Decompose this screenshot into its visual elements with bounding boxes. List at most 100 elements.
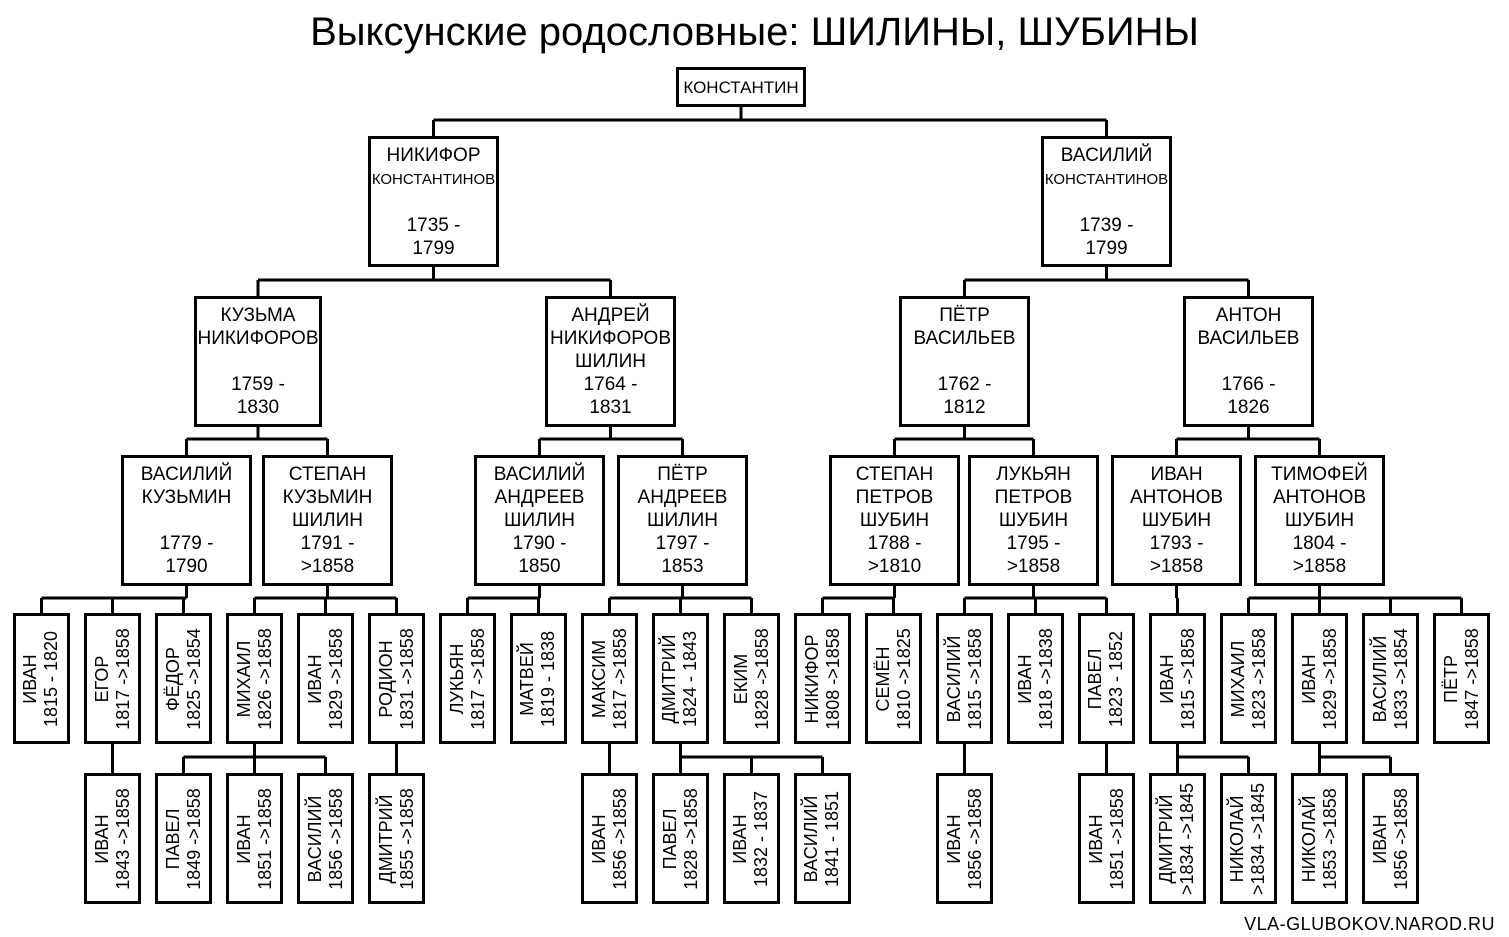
person-life: 1856 ->1858 [1390, 787, 1411, 890]
person-gen4: ИВАН 1815 ->1858 [1149, 613, 1206, 744]
person-name: ПЁТР [1440, 654, 1461, 703]
person-gen5: НИКОЛАЙ >1834 ->1845 [1220, 773, 1277, 904]
person-life: 1829 ->1858 [1319, 627, 1340, 730]
person-gen2: ПЁТР ВАСИЛЬЕВ 1762 - 1812 [899, 296, 1030, 427]
person-patronymic: КОНСТАНТИНОВ [371, 170, 496, 188]
person-gen4: МАТВЕЙ 1819 - 1838 [510, 613, 567, 744]
person-name: МИХАИЛ [1227, 640, 1248, 717]
person-life: 1856 ->1858 [609, 787, 630, 890]
person-life: >1834 ->1845 [1248, 782, 1269, 895]
person-life: 1825 ->1854 [183, 627, 204, 730]
person-life: 1819 - 1838 [538, 630, 559, 727]
person-name: ИВАН [1156, 653, 1177, 704]
person-patronymic: КОНСТАНТИНОВ [1044, 170, 1169, 188]
person-gen4: ФЁДОР 1825 ->1854 [155, 613, 212, 744]
person-name: РОДИОН [375, 639, 396, 718]
person-gen4: ИВАН 1818 ->1838 [1007, 613, 1064, 744]
person-life: 1828 ->1858 [751, 627, 772, 730]
person-life: 1851 ->1858 [254, 787, 275, 890]
page-title: Выксунские родословные: ШИЛИНЫ, ШУБИНЫ [310, 10, 1199, 54]
person-text: ПЁТР ВАСИЛЬЕВ 1762 - 1812 [913, 305, 1016, 418]
person-life: 1843 ->1858 [112, 787, 133, 890]
person-life: 1815 ->1858 [964, 627, 985, 730]
person-name: МИХАИЛ [233, 640, 254, 717]
person-name: ИВАН [1369, 813, 1390, 864]
person-gen3: ВАСИЛИЙ АНДРЕЕВ ШИЛИН 1790 - 1850 [474, 455, 605, 586]
person-life: 1817 ->1858 [467, 627, 488, 730]
person-gen4: ДМИТРИЙ 1824 - 1843 [652, 613, 709, 744]
person-gen3: ЛУКЬЯН ПЕТРОВ ШУБИН 1795 - >1858 [968, 455, 1099, 586]
person-life: 1855 ->1858 [396, 787, 417, 890]
person-text: СТЕПАН ПЕТРОВ ШУБИН 1788 - >1810 [855, 464, 934, 577]
person-gen4: ПЁТР 1847 ->1858 [1433, 613, 1490, 744]
person-gen4: ЕКИМ 1828 ->1858 [723, 613, 780, 744]
person-gen4: ВАСИЛИЙ 1815 ->1858 [936, 613, 993, 744]
person-name: ДМИТРИЙ [375, 794, 396, 883]
person-gen5: ИВАН 1856 ->1858 [1362, 773, 1419, 904]
person-life: 1841 - 1851 [822, 790, 843, 887]
person-life: 1851 ->1858 [1106, 787, 1127, 890]
person-life: 1735 - 1799 [406, 214, 461, 259]
person-life: 1818 ->1838 [1035, 627, 1056, 730]
person-name: ИВАН [730, 813, 751, 864]
person-name: НИКОЛАЙ [1227, 795, 1248, 882]
person-gen5: ИВАН 1851 ->1858 [1078, 773, 1135, 904]
person-name: ДМИТРИЙ [1156, 794, 1177, 884]
person-name: ИВАН [1298, 653, 1319, 704]
person-gen4: ВАСИЛИЙ 1833 ->1854 [1362, 613, 1419, 744]
person-life: >1834 ->1845 [1177, 782, 1198, 895]
person-gen3: ИВАН АНТОНОВ ШУБИН 1793 - >1858 [1111, 455, 1242, 586]
person-life: 1824 - 1843 [680, 630, 701, 727]
person-gen4: НИКИФОР 1808 ->1858 [794, 613, 851, 744]
person-life: 1826 ->1858 [254, 627, 275, 730]
person-gen2: КУЗЬМА НИКИФОРОВ 1759 - 1830 [194, 296, 322, 427]
person-name: ИВАН [304, 653, 325, 704]
person-name: КОНСТАНТИН [683, 77, 799, 97]
person-gen2: АНДРЕЙ НИКИФОРОВ ШИЛИН 1764 - 1831 [545, 296, 676, 427]
person-life: 1815 - 1820 [41, 630, 62, 727]
person-name: НИКИФОР [386, 144, 481, 166]
person-text: ИВАН АНТОНОВ ШУБИН 1793 - >1858 [1129, 464, 1224, 577]
person-name: ЕГОР [91, 655, 112, 702]
person-gen5: ВАСИЛИЙ 1841 - 1851 [794, 773, 851, 904]
person-gen3: СТЕПАН ПЕТРОВ ШУБИН 1788 - >1810 [829, 455, 960, 586]
person-name: ПАВЕЛ [162, 808, 183, 869]
person-gen4: МИХАИЛ 1826 ->1858 [226, 613, 283, 744]
person-gen5: ДМИТРИЙ >1834 ->1845 [1149, 773, 1206, 904]
person-gen5: ВАСИЛИЙ 1856 ->1858 [297, 773, 354, 904]
person-life: 1831 ->1858 [396, 627, 417, 730]
person-life: 1823 - 1852 [1106, 630, 1127, 727]
person-gen5: ИВАН 1856 ->1858 [581, 773, 638, 904]
person-name: НИКИФОР [801, 633, 822, 724]
person-name: ИВАН [233, 813, 254, 864]
person-name: СЕМЁН [872, 646, 893, 712]
person-name: ИВАН [20, 653, 41, 704]
person-name: ФЁДОР [162, 646, 183, 711]
person-gen4: РОДИОН 1831 ->1858 [368, 613, 425, 744]
person-gen5: ИВАН 1832 - 1837 [723, 773, 780, 904]
person-life: 1823 ->1858 [1248, 627, 1269, 730]
site-footer-url: VLA-GLUBOKOV.NAROD.RU [1244, 914, 1495, 934]
person-life: 1833 ->1854 [1390, 627, 1411, 730]
person-text: КУЗЬМА НИКИФОРОВ 1759 - 1830 [197, 305, 319, 418]
person-life: 1856 ->1858 [325, 787, 346, 890]
person-life: 1739 - 1799 [1079, 214, 1134, 259]
person-life: 1810 ->1825 [893, 627, 914, 730]
person-name: ИВАН [943, 813, 964, 864]
person-life: 1832 - 1837 [751, 790, 772, 887]
person-gen4: МИХАИЛ 1823 ->1858 [1220, 613, 1277, 744]
person-life: 1829 ->1858 [325, 627, 346, 730]
person-text: СТЕПАН КУЗЬМИН ШИЛИН 1791 - >1858 [282, 464, 373, 577]
person-life: 1856 ->1858 [964, 787, 985, 890]
person-text: ПЁТР АНДРЕЕВ ШИЛИН 1797 - 1853 [637, 464, 728, 577]
person-gen3: ВАСИЛИЙ КУЗЬМИН 1779 - 1790 [121, 455, 252, 586]
person-name: МАКСИМ [588, 639, 609, 718]
person-name: НИКОЛАЙ [1298, 795, 1319, 882]
person-gen3: ТИМОФЕЙ АНТОНОВ ШУБИН 1804 - >1858 [1254, 455, 1385, 586]
person-text: ВАСИЛИЙ КУЗЬМИН 1779 - 1790 [140, 464, 233, 577]
person-gen4: ЛУКЬЯН 1817 ->1858 [439, 613, 496, 744]
person-life: 1808 ->1858 [822, 627, 843, 730]
person-gen5: ИВАН 1856 ->1858 [936, 773, 993, 904]
person-gen4: ИВАН 1829 ->1858 [1291, 613, 1348, 744]
